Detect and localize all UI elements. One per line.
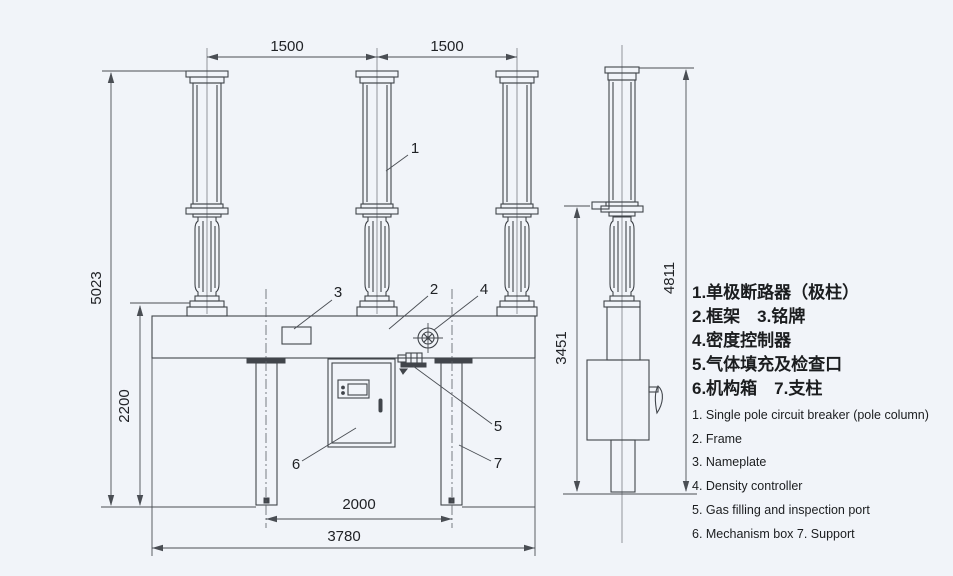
pole-column-middle (356, 48, 398, 316)
nameplate (281, 326, 312, 345)
door-handle (654, 385, 663, 415)
mechanism-box-side (586, 359, 650, 441)
dim-frame-to-ground: 2200 (116, 389, 133, 422)
dim-total-height: 5023 (88, 271, 105, 304)
dim-pole-spacing-right: 1500 (430, 38, 463, 55)
dim-pole-spacing-left: 1500 (270, 38, 303, 55)
dimensions: 1500 1500 5023 2200 2000 3780 3451 (88, 38, 694, 552)
pole-column-right (496, 48, 538, 316)
legend-zh-line: 2.框架 3.铭牌 (692, 307, 806, 326)
dim-total-width: 3780 (327, 528, 360, 545)
pole-column-left (186, 48, 228, 316)
legend-zh-line: 1.单极断路器（极柱） (692, 283, 860, 302)
callout-7-support: 7 (494, 455, 502, 472)
legend-en-line: 1. Single pole circuit breaker (pole col… (692, 408, 929, 422)
part-callouts: 1 2 3 4 5 6 7 (292, 140, 502, 473)
mechanism-box-handle (378, 398, 383, 413)
legend-zh-line: 6.机构箱 7.支柱 (692, 379, 823, 398)
mechanism-box (327, 358, 396, 448)
legend-en-line: 4. Density controller (692, 479, 803, 494)
frame-beam (151, 315, 536, 359)
mechanism-box-display (337, 379, 370, 399)
density-controller-gauge (413, 323, 443, 353)
dim-leg-spacing: 2000 (342, 496, 375, 513)
callout-4-density-controller: 4 (480, 281, 488, 298)
side-view (563, 45, 697, 543)
legend-en-line: 3. Nameplate (692, 455, 767, 470)
callout-6-mechanism-box: 6 (292, 456, 300, 473)
callout-3-nameplate: 3 (334, 284, 342, 301)
frame-side (606, 306, 641, 361)
support-legs (246, 289, 473, 528)
gas-filling-port (397, 352, 427, 375)
parts-legend: 1.单极断路器（极柱） 2.框架 3.铭牌 4.密度控制器 5.气体填充及检查口… (692, 281, 950, 546)
parts-legend-chinese: 1.单极断路器（极柱） 2.框架 3.铭牌 4.密度控制器 5.气体填充及检查口… (692, 281, 950, 401)
legend-en-line: 6. Mechanism box 7. Support (692, 526, 855, 541)
legend-en-line: 2. Frame (692, 431, 743, 446)
callout-1-pole-column: 1 (411, 140, 419, 157)
legend-zh-line: 4.密度控制器 (692, 331, 792, 350)
front-view (101, 48, 538, 556)
support-leg-side (610, 439, 636, 493)
callout-5-gas-port: 5 (494, 418, 502, 435)
legend-zh-line: 5.气体填充及检查口 (692, 355, 843, 374)
parts-legend-english: 1. Single pole circuit breaker (pole col… (692, 404, 950, 546)
callout-2-frame: 2 (430, 281, 438, 298)
legend-en-line: 5. Gas filling and inspection port (692, 502, 870, 517)
dim-side-mid-height: 3451 (553, 331, 570, 364)
dim-side-total-height: 4811 (661, 262, 678, 294)
